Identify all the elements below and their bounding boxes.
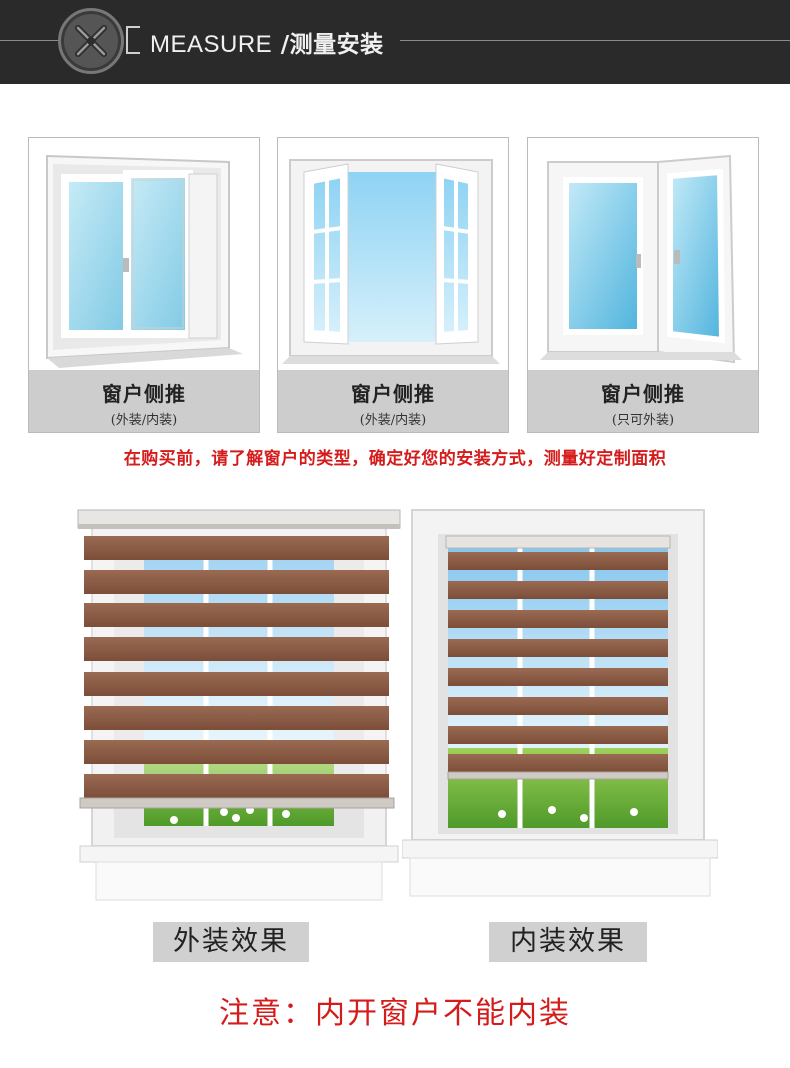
inside-mount-zebra-blind-image [402,509,718,897]
outside-mount-illustration [74,506,404,906]
outside-mount-label: 外装效果 [153,922,309,962]
header-bracket [126,26,140,54]
outward-casement-window-image [278,138,508,370]
inside-mount-illustration [402,508,718,900]
window-type-card-sliding: 窗户侧推 (外装/内装) [28,137,260,433]
card-caption: 窗户侧推 (外装/内装) [29,370,259,432]
window-type-card-outward: 窗户侧推 (外装/内装) [277,137,509,433]
inward-casement-window-image [528,138,758,370]
card-title: 窗户侧推 [102,382,186,406]
header-title-en: MEASURE [150,31,273,58]
header-rule-left [0,40,60,41]
header-title-cn: /测量安装 [272,32,384,58]
header-rule-right [400,40,790,41]
inside-mount-label: 内装效果 [489,922,647,962]
header-title: MEASURE /测量安装 [150,25,384,59]
card-subtitle: (只可外装) [611,413,675,428]
card-caption: 窗户侧推 (只可外装) [528,370,758,432]
card-subtitle: (外装/内装) [359,413,427,428]
purchase-note: 在购买前，请了解窗户的类型，确定好您的安装方式，测量好定制面积 [123,449,667,469]
tools-icon [58,8,124,74]
sliding-window-image [29,138,259,370]
card-title: 窗户侧推 [601,382,685,406]
window-type-card-inward: 窗户侧推 (只可外装) [527,137,759,433]
card-caption: 窗户侧推 (外装/内装) [278,370,508,432]
page-header: MEASURE /测量安装 [0,0,790,84]
warning-text: 注意：内开窗户不能内装 [219,996,571,1031]
outside-mount-zebra-blind-image [77,509,401,901]
card-subtitle: (外装/内装) [110,413,178,428]
card-title: 窗户侧推 [351,382,435,406]
